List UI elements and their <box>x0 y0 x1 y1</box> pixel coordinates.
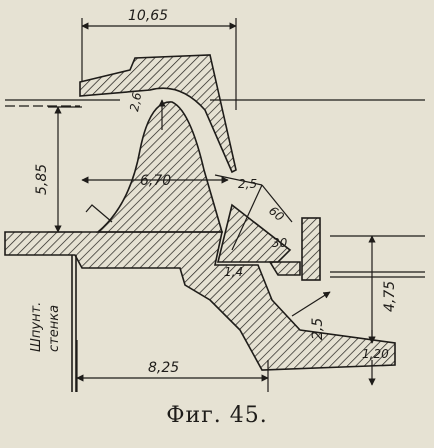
dim-bottom-width-label: 8,25 <box>148 360 179 376</box>
downstream-slab <box>268 261 301 276</box>
dim-slot-b-label: 60 <box>266 204 287 225</box>
dim-mid-width-label: 6,70 <box>140 173 171 189</box>
dim-slot-a-label: 2,5 <box>238 177 257 191</box>
sheet-pile-label-line1: Шпунт. <box>29 302 44 352</box>
dim-right-radius-line <box>291 291 331 317</box>
gate-pier <box>301 217 321 281</box>
dim-left-height-label: 5,85 <box>34 164 50 195</box>
crest-hood <box>79 54 237 174</box>
sheet-pile-label-line2: стенка <box>47 305 62 352</box>
dim-top-width-label: 10,65 <box>128 8 168 24</box>
slot-radial-line-1 <box>214 174 263 186</box>
foundation-apron <box>4 231 396 371</box>
figure-caption: Фиг. 45. <box>166 403 268 428</box>
dim-right-height-label: 4,75 <box>382 281 398 312</box>
upstream-detail-sketch <box>85 204 113 223</box>
slot-radial-line-3 <box>261 184 293 223</box>
dim-right-small-label: 2,5 <box>310 318 326 340</box>
dim-slot-c-label: 30 <box>272 236 288 250</box>
dim-bottom-thickness-label: 1,20 <box>362 347 389 361</box>
dim-crest-radius-label: 2,6 <box>127 91 144 113</box>
overflow-body <box>95 101 224 233</box>
dim-toe-label: 1,4 <box>224 265 243 279</box>
